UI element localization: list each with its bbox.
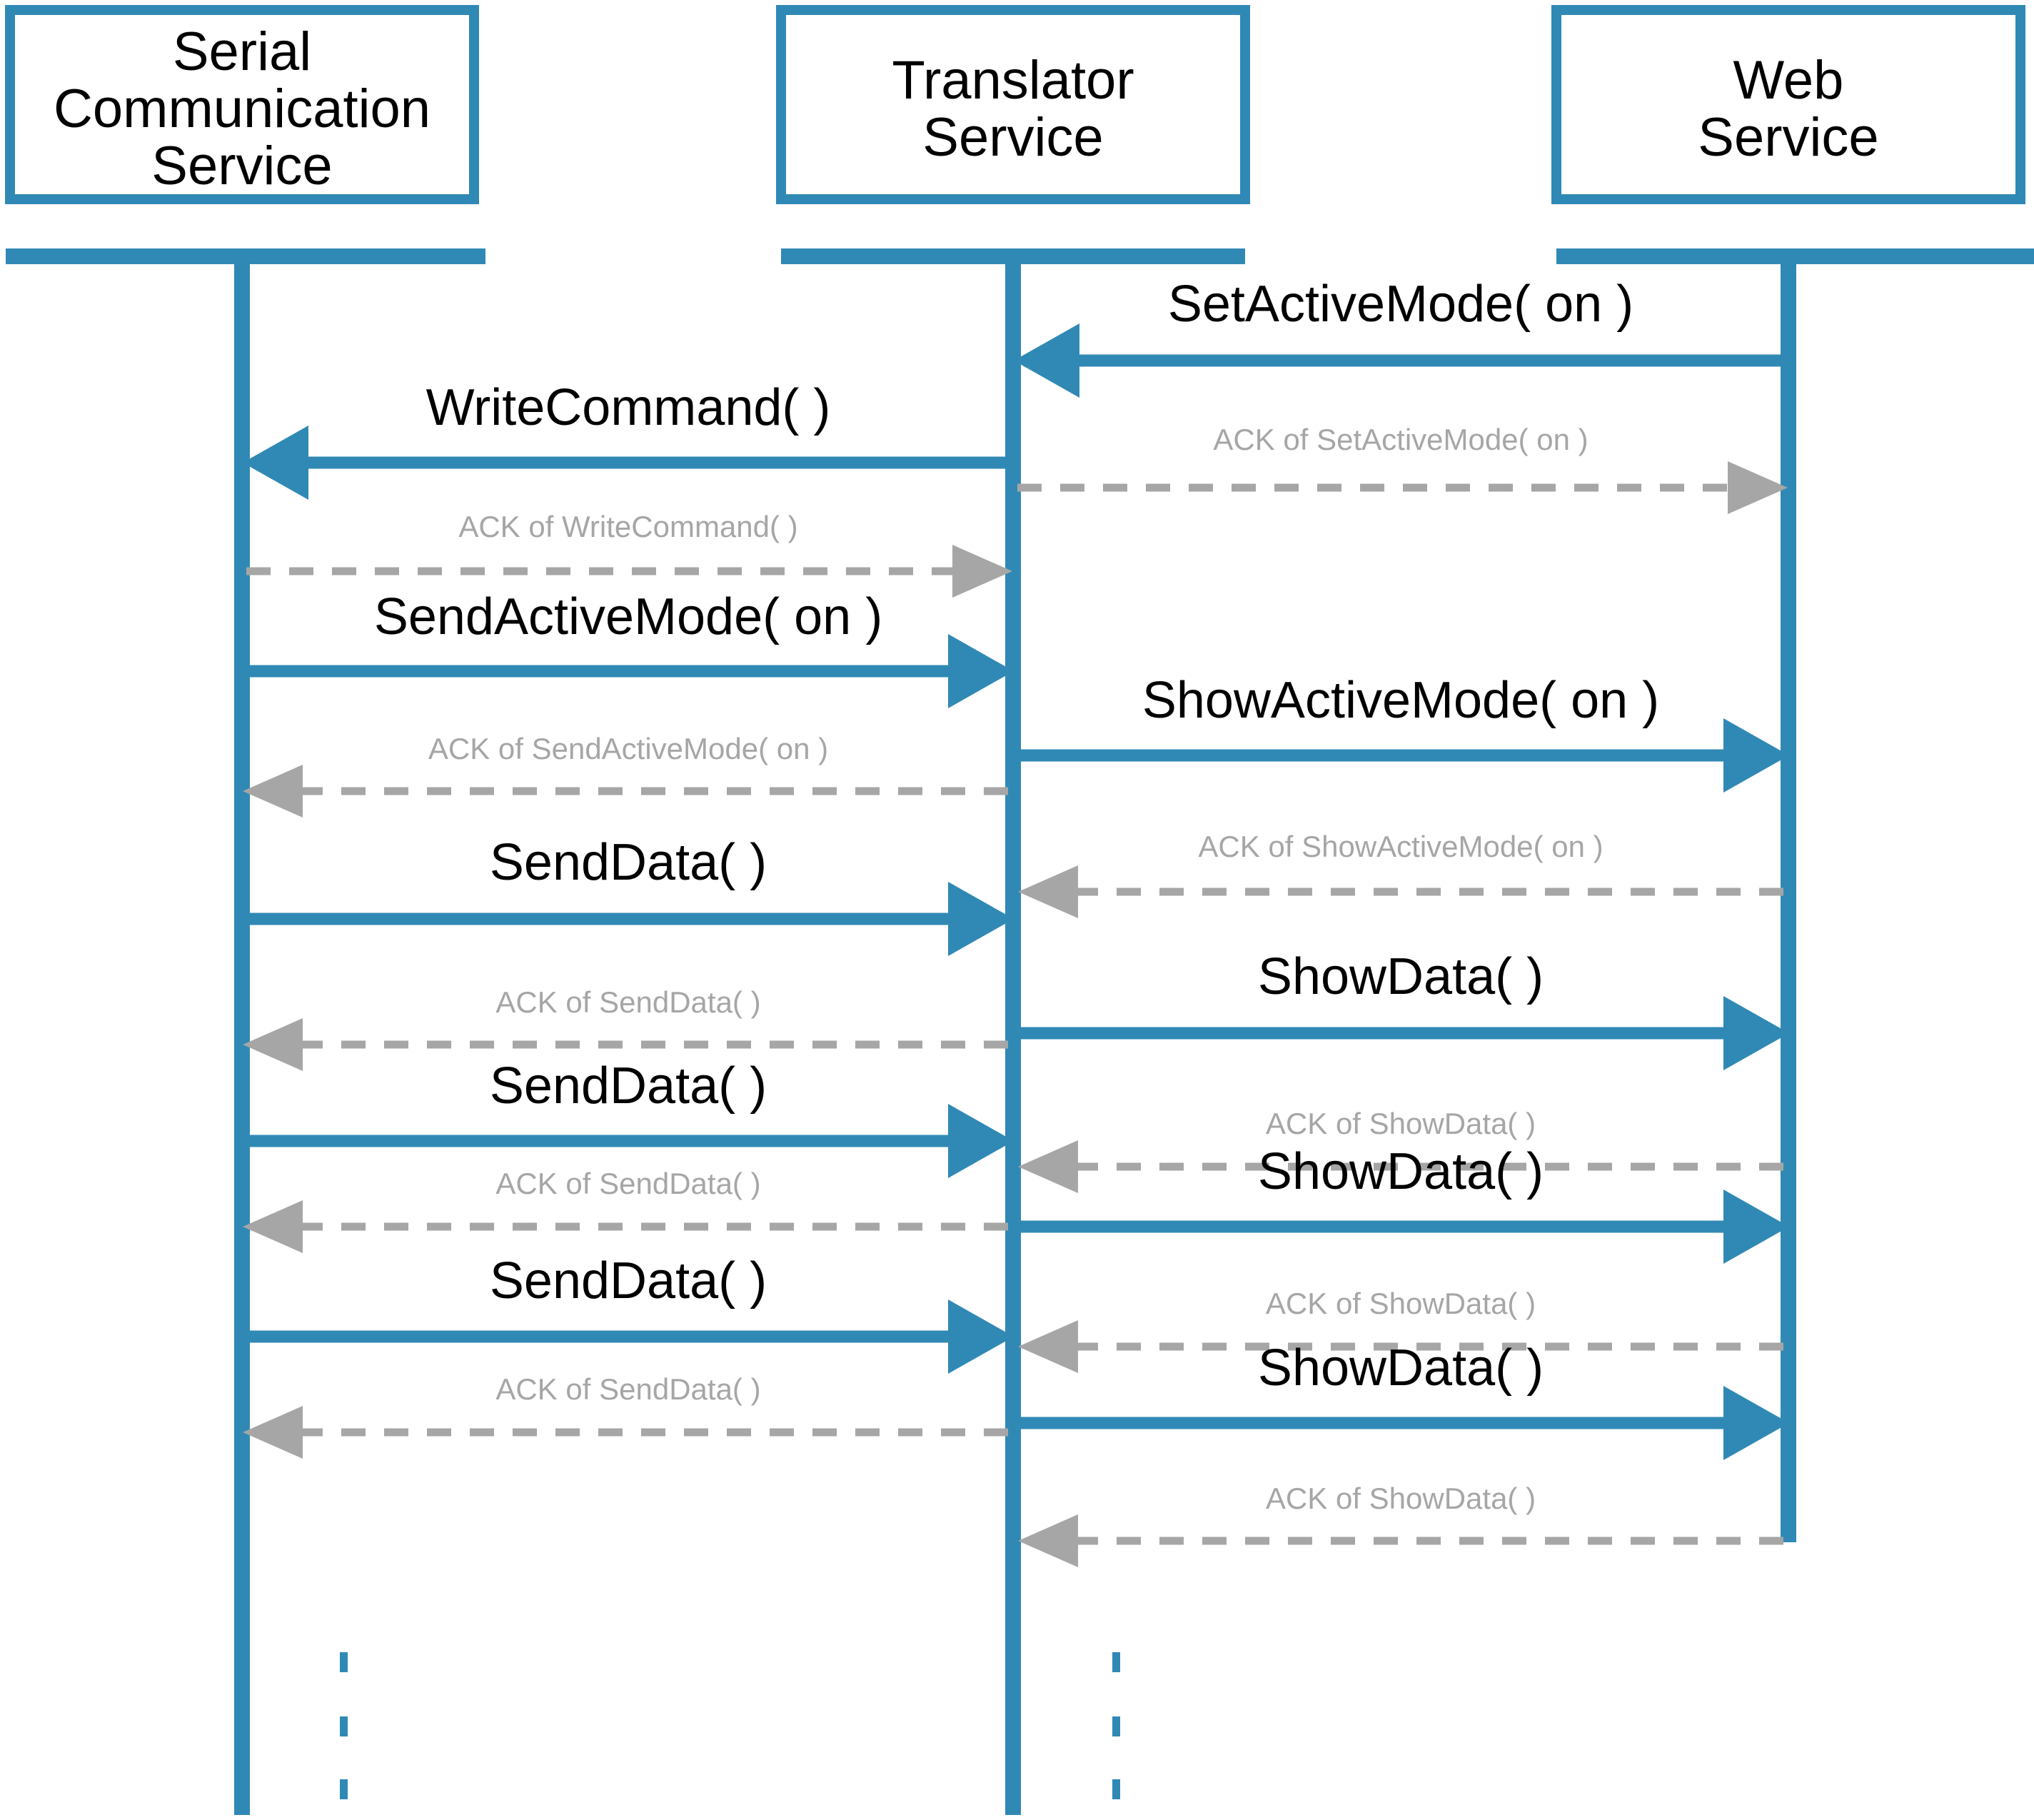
message-label: SendActiveMode( on ) xyxy=(374,588,882,645)
message-12-ack-of-showdata[interactable]: ACK of ShowData( ) xyxy=(1018,1107,1783,1193)
message-label: ACK of ShowActiveMode( on ) xyxy=(1198,830,1603,863)
message-label: ShowData( ) xyxy=(1258,1143,1544,1200)
message-label: ACK of SendActiveMode( on ) xyxy=(428,732,828,765)
message-label: ACK of SetActiveMode( on ) xyxy=(1213,423,1588,456)
message-label: ShowActiveMode( on ) xyxy=(1142,672,1659,729)
arrowhead-right-icon xyxy=(948,882,1014,956)
message-label: WriteCommand( ) xyxy=(426,379,831,436)
arrowhead-right-icon xyxy=(1723,1190,1789,1264)
message-17-senddata[interactable]: SendData( ) xyxy=(248,1252,1014,1374)
message-4-ack-of-writecommand[interactable]: ACK of WriteCommand( ) xyxy=(246,510,1012,598)
participant-translator-service[interactable]: Translator Service xyxy=(776,5,1250,204)
ellipsis-dot xyxy=(340,1779,348,1799)
message-2-ack-of-setactivemode-on[interactable]: ACK of SetActiveMode( on ) xyxy=(1017,423,1788,514)
ellipsis-dot xyxy=(1112,1652,1120,1672)
message-label: ACK of ShowData( ) xyxy=(1266,1482,1536,1515)
participant-box-rect xyxy=(776,5,1250,204)
ellipsis-dot xyxy=(340,1652,348,1672)
message-label: ACK of ShowData( ) xyxy=(1266,1287,1536,1320)
arrowhead-left-icon xyxy=(243,1406,303,1459)
participant-box-rect xyxy=(5,5,479,204)
message-1-setactivemode-on[interactable]: SetActiveMode( on ) xyxy=(1014,276,1781,398)
message-label: ShowData( ) xyxy=(1258,948,1544,1005)
message-9-senddata[interactable]: SendData( ) xyxy=(248,834,1014,956)
message-8-ack-of-showactivemode-on[interactable]: ACK of ShowActiveMode( on ) xyxy=(1018,830,1783,918)
message-label: ACK of SendData( ) xyxy=(495,985,760,1019)
arrowhead-right-icon xyxy=(948,1104,1014,1178)
continuation-ellipsis-right xyxy=(1112,1652,1120,1799)
message-label: ShowData( ) xyxy=(1258,1339,1544,1397)
arrowhead-right-icon xyxy=(952,545,1012,598)
message-label: ACK of SendData( ) xyxy=(495,1167,760,1200)
message-label: SetActiveMode( on ) xyxy=(1168,276,1633,333)
arrowhead-right-icon xyxy=(948,1299,1014,1374)
participant-label-line3: Service xyxy=(151,136,332,196)
arrowhead-left-icon xyxy=(243,426,308,500)
continuation-ellipsis-left xyxy=(340,1652,348,1799)
participant-serial-communication-service[interactable]: Serial Communication Service xyxy=(5,5,479,204)
arrowhead-left-icon xyxy=(243,1018,303,1071)
arrowhead-right-icon xyxy=(1723,718,1789,793)
arrowhead-left-icon xyxy=(243,1200,303,1253)
ellipsis-dot xyxy=(1112,1716,1120,1736)
participant-box-rect xyxy=(1551,5,2025,204)
message-10-ack-of-senddata[interactable]: ACK of SendData( ) xyxy=(243,985,1008,1071)
arrowhead-left-icon xyxy=(1018,1140,1078,1193)
arrowhead-left-icon xyxy=(1018,1514,1078,1567)
participant-label-line1: Translator xyxy=(892,50,1134,111)
message-18-ack-of-senddata[interactable]: ACK of SendData( ) xyxy=(243,1372,1008,1459)
message-14-ack-of-senddata[interactable]: ACK of SendData( ) xyxy=(243,1167,1008,1253)
arrowhead-left-icon xyxy=(243,765,303,818)
message-19-showdata[interactable]: ShowData( ) xyxy=(1019,1339,1789,1460)
message-label: SendData( ) xyxy=(490,1057,767,1115)
message-5-sendactivemode-on[interactable]: SendActiveMode( on ) xyxy=(248,588,1014,708)
ellipsis-dot xyxy=(340,1716,348,1736)
message-label: SendData( ) xyxy=(490,1252,767,1309)
participant-label-line1: Serial xyxy=(173,21,311,82)
participant-web-service[interactable]: Web Service xyxy=(1551,5,2025,204)
message-20-ack-of-showdata[interactable]: ACK of ShowData( ) xyxy=(1018,1482,1783,1567)
message-label: ACK of SendData( ) xyxy=(495,1372,760,1406)
arrowhead-right-icon xyxy=(1723,996,1789,1070)
message-label: SendData( ) xyxy=(490,834,767,891)
participant-label-line2: Communication xyxy=(54,79,431,139)
message-15-showdata[interactable]: ShowData( ) xyxy=(1019,1143,1789,1264)
participant-label-line1: Web xyxy=(1733,50,1844,111)
message-16-ack-of-showdata[interactable]: ACK of ShowData( ) xyxy=(1018,1287,1783,1373)
message-11-showdata[interactable]: ShowData( ) xyxy=(1019,948,1789,1070)
arrowhead-left-icon xyxy=(1014,323,1079,398)
arrowhead-right-icon xyxy=(1728,461,1788,514)
arrowhead-right-icon xyxy=(948,634,1014,708)
ellipsis-dot xyxy=(1112,1779,1120,1799)
message-3-writecommand[interactable]: WriteCommand( ) xyxy=(243,379,1008,500)
arrowhead-right-icon xyxy=(1723,1386,1789,1460)
message-label: ACK of ShowData( ) xyxy=(1266,1107,1536,1140)
message-7-showactivemode-on[interactable]: ShowActiveMode( on ) xyxy=(1019,672,1789,793)
message-6-ack-of-sendactivemode-on[interactable]: ACK of SendActiveMode( on ) xyxy=(243,732,1008,818)
message-13-senddata[interactable]: SendData( ) xyxy=(248,1057,1014,1178)
arrowhead-left-icon xyxy=(1018,1320,1078,1373)
message-label: ACK of WriteCommand( ) xyxy=(458,510,797,543)
participant-label-line2: Service xyxy=(1698,107,1878,168)
participant-label-line2: Service xyxy=(922,107,1103,168)
arrowhead-left-icon xyxy=(1018,865,1078,918)
